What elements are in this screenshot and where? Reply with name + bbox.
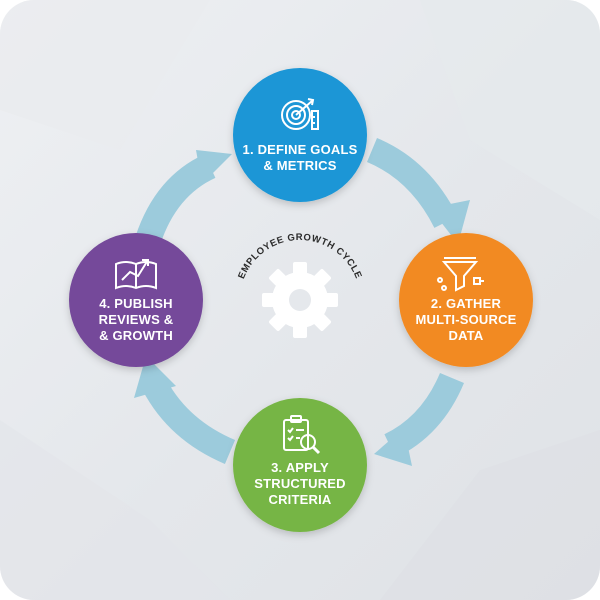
clipboard-search-icon — [283, 415, 321, 455]
cycle-arrows — [134, 138, 470, 466]
step-label-1: 1. DEFINE GOALS & METRICS — [242, 142, 358, 173]
funnel-icon — [437, 257, 484, 292]
step-node-4 — [69, 233, 203, 367]
arrowhead-2-to-3 — [374, 428, 412, 466]
arrow-4-to-1 — [135, 154, 216, 245]
step-label-3: 3. APPLY STRUCTURED CRITERIA — [254, 460, 346, 507]
step-label-4: 4. PUBLISH REVIEWS & & GROWTH — [98, 296, 174, 343]
arrowhead-1-to-2 — [430, 200, 470, 244]
step-node-2 — [399, 233, 533, 367]
book-growth-icon — [115, 259, 157, 290]
arrowhead-4-to-1 — [196, 150, 232, 184]
arrow-3-to-4 — [142, 377, 236, 464]
target-icon — [281, 98, 319, 130]
step-node-3 — [233, 398, 367, 532]
step-node-1 — [233, 68, 367, 202]
arrowhead-3-to-4 — [134, 356, 176, 398]
gear-icon — [262, 262, 338, 338]
step-label-2: 2. GATHER MULTI-SOURCE DATA — [415, 296, 517, 343]
